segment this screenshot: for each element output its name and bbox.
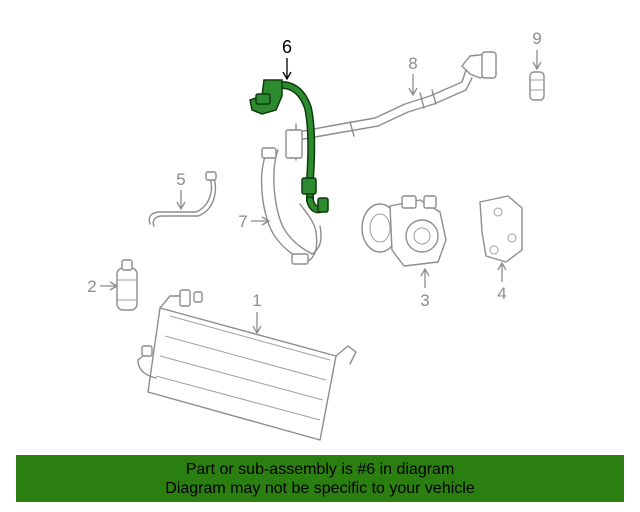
callout-1: 1 — [252, 291, 261, 310]
parts-diagram: 6 8 9 5 7 2 3 4 1 — [87, 29, 545, 441]
banner-line-1: Part or sub-assembly is #6 in diagram — [185, 460, 455, 478]
callout-6-leader — [282, 58, 292, 81]
callout-8: 8 — [408, 54, 417, 73]
callout-4: 4 — [497, 284, 506, 303]
info-banner: Part or sub-assembly is #6 in diagram Di… — [16, 455, 624, 502]
callout-9: 9 — [532, 29, 541, 48]
part-2-drier[interactable] — [116, 259, 138, 311]
part-7-line[interactable] — [260, 123, 322, 265]
part-5-line[interactable] — [148, 171, 217, 227]
callout-3-leader — [420, 267, 430, 288]
part-8-line[interactable] — [297, 51, 497, 141]
callout-5-leader — [176, 190, 186, 211]
callout-8-leader — [408, 74, 418, 97]
callout-6: 6 — [282, 37, 292, 57]
callout-9-leader — [532, 50, 542, 71]
callout-1-leader — [252, 312, 262, 335]
part-6-hose[interactable] — [249, 79, 329, 214]
part-1-condenser[interactable] — [137, 289, 357, 441]
callout-3: 3 — [420, 291, 429, 310]
callout-7-leader — [251, 216, 271, 226]
banner-line-2: Diagram may not be specific to your vehi… — [165, 479, 475, 497]
callout-5: 5 — [176, 170, 185, 189]
callout-2-leader — [100, 281, 119, 291]
part-9-fitting[interactable] — [529, 71, 545, 101]
part-3-compressor[interactable] — [361, 195, 447, 267]
callout-2: 2 — [87, 277, 96, 296]
callout-7: 7 — [238, 212, 247, 231]
callout-4-leader — [497, 261, 507, 282]
part-4-bracket[interactable] — [479, 195, 523, 263]
